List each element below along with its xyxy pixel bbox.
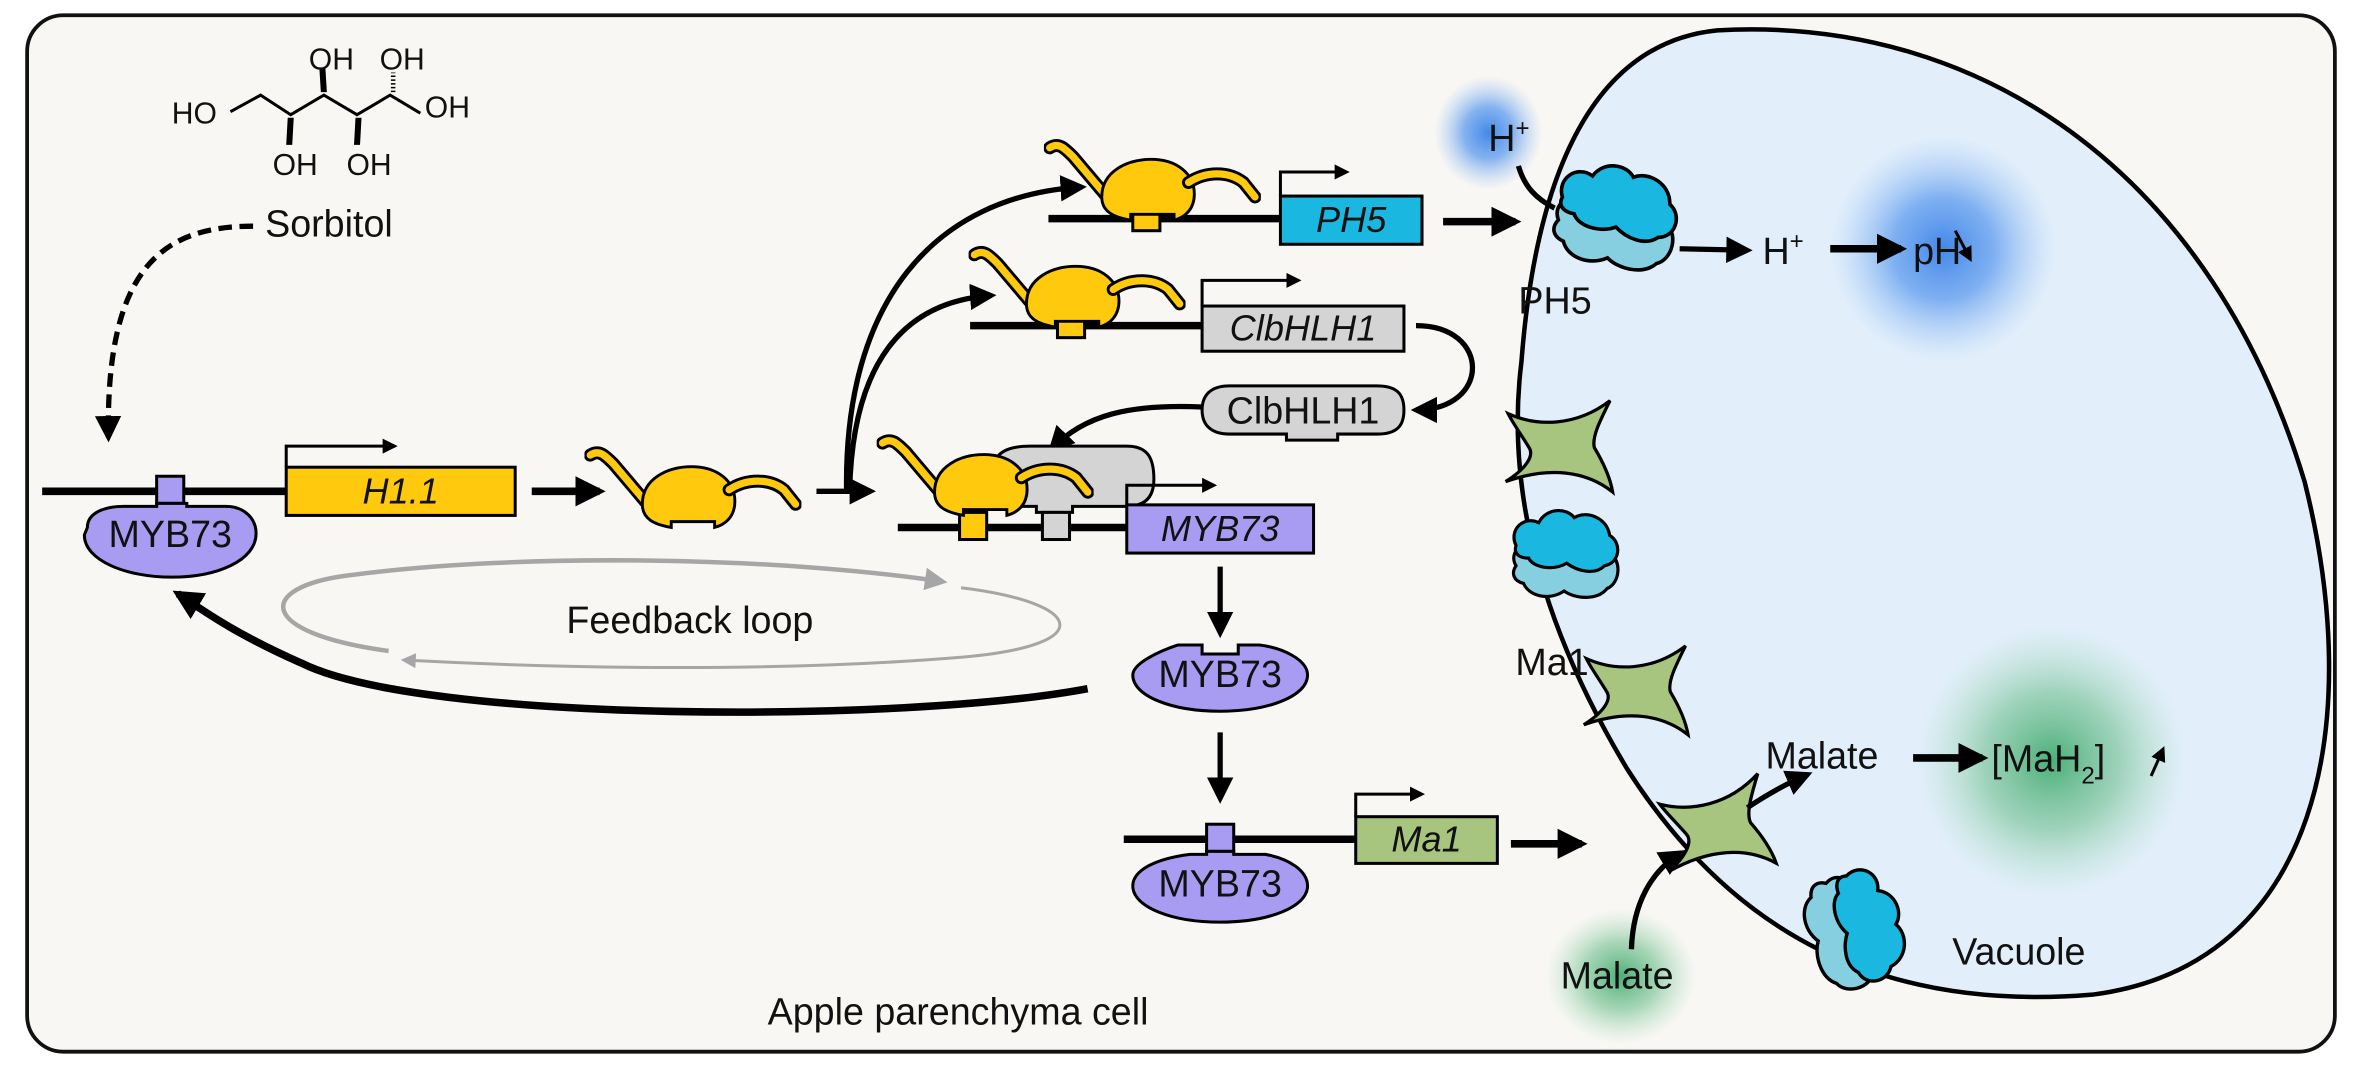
gene-myb73-label: MYB73	[1161, 508, 1280, 549]
tss-arrow-ph5	[1278, 164, 1350, 197]
proton-uptake-path	[1515, 165, 1556, 211]
gene-ph5-label: PH5	[1316, 199, 1387, 240]
ma1-transporter-label: Ma1	[1515, 641, 1588, 683]
myb73-protein-free-label: MYB73	[1158, 653, 1281, 695]
ph-label: pH	[1913, 230, 1961, 272]
malate-glow-outside	[1545, 908, 1697, 1045]
myb73-protein-promoter	[82, 501, 258, 579]
cell-label: Apple parenchyma cell	[768, 991, 1149, 1033]
malate-uptake-path	[1628, 850, 1686, 950]
proton-glow-vacuole	[1830, 135, 2057, 362]
myb73-binding-site	[1205, 822, 1236, 853]
arrow-to-ph5-promoter	[843, 175, 1087, 492]
ph-decrease-icon	[1953, 230, 1972, 262]
gene-clbhlh1	[1200, 304, 1406, 353]
vacuole-label: Vacuole	[1952, 930, 2085, 972]
gene-ph5	[1278, 194, 1424, 246]
malate-vacuole-label: Malate	[1765, 734, 1878, 776]
malate-outside-label: Malate	[1561, 954, 1674, 996]
feedback-loop-upper	[281, 558, 948, 654]
sorbitol-group: OH	[273, 149, 318, 182]
sorbitol-group: OH	[425, 92, 470, 125]
expression-arrow-clbhlh1	[1410, 322, 1476, 424]
myb73-protein-ma1-label: MYB73	[1158, 863, 1281, 905]
gene-ma1	[1354, 815, 1499, 865]
arrow-clbhlh1-to-myb73-promoter	[1047, 403, 1203, 453]
sorbitol-induction-arrow	[94, 223, 254, 443]
gene-ma1-label: Ma1	[1391, 818, 1461, 859]
gene-clbhlh1-label: ClbHLH1	[1230, 308, 1377, 349]
myb73-protein-label: MYB73	[109, 513, 232, 555]
gene-h11-label: H1.1	[363, 470, 439, 511]
tss-arrow-h11	[284, 438, 398, 468]
h11-binding-site	[958, 510, 989, 542]
myb73-binding-site	[155, 474, 186, 505]
feedback-arrow	[172, 590, 1089, 716]
gene-myb73	[1125, 503, 1316, 555]
arrow-to-clbhlh1-promoter	[846, 283, 997, 492]
ph5-pump	[1511, 508, 1620, 600]
malate-transport-arrow	[1745, 770, 1813, 810]
feedback-loop-label: Feedback loop	[566, 599, 813, 641]
malate-glow-vacuole	[1916, 625, 2188, 897]
tss-arrow-myb73	[1125, 477, 1218, 505]
sorbitol-structure: HO OH OH OH OH OH	[172, 44, 470, 182]
clbhlh1-binding-site	[1040, 510, 1072, 542]
gene-h11	[284, 465, 517, 517]
tss-arrow-ma1	[1354, 786, 1426, 817]
tss-arrow-clbhlh1	[1200, 272, 1302, 307]
sorbitol-group: OH	[346, 149, 391, 182]
feedback-loop-lower	[400, 586, 1062, 670]
proton-vacuole-label: H+	[1762, 228, 1803, 272]
myb73-protein-free	[1131, 643, 1310, 713]
sorbitol-group: OH	[309, 44, 354, 77]
myb73-protein-ma1	[1131, 849, 1310, 924]
sorbitol-label: Sorbitol	[265, 203, 393, 245]
proton-outside-label: H+	[1488, 115, 1529, 159]
clbhlh1-protein-label: ClbHLH1	[1227, 390, 1380, 432]
mah2-label: [MaH2]	[1991, 737, 2105, 789]
mah2-increase-icon	[2149, 746, 2166, 777]
ph5-transporter-label: PH5	[1518, 280, 1591, 322]
sorbitol-group: HO	[172, 98, 217, 131]
proton-glow-outside	[1434, 75, 1543, 191]
proton-transport-arrow	[1679, 236, 1753, 263]
clbhlh1-protein	[1200, 384, 1406, 442]
sorbitol-group: OH	[380, 44, 425, 77]
